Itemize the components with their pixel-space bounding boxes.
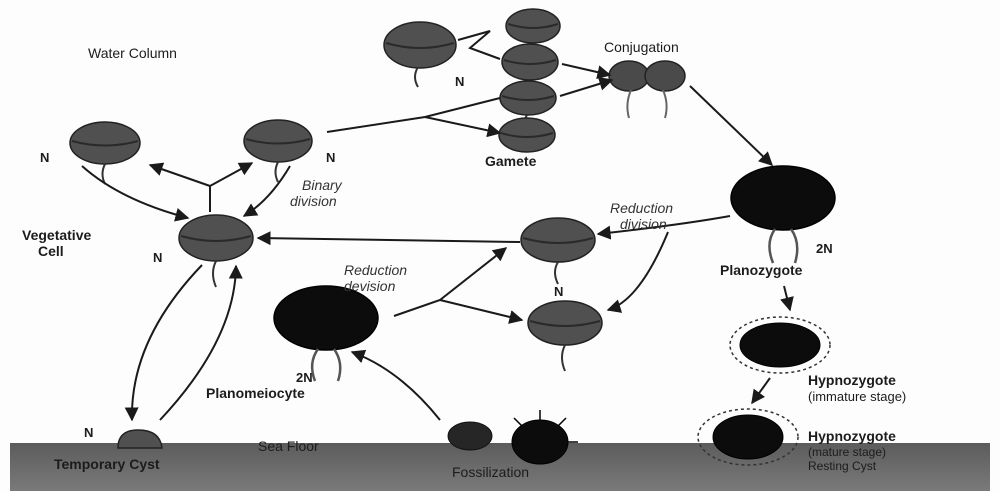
arrow-vegetative-to-temporary-cyst (132, 265, 202, 420)
vegetative-daughter-cell-right (244, 120, 312, 182)
label-conjugation: Conjugation (604, 39, 679, 55)
hypnozygote-mature-cell (698, 409, 798, 465)
arrow-binary-division-right (210, 163, 252, 186)
vegetative-daughter-cell-left (70, 122, 140, 184)
gamete-parent-cell (384, 22, 456, 87)
label-water-column: Water Column (88, 45, 177, 61)
arrow-hypnozygote-maturation (752, 378, 770, 403)
vegetative-cell (179, 215, 253, 287)
arrow-planozygote-reduction-bottom (608, 232, 668, 310)
label-vegetative-cell-line1: Vegetative (22, 227, 91, 243)
arrow-daughter-left-return (82, 166, 188, 218)
label-reduction-division-line2: division (620, 216, 667, 232)
gamete-cell-4 (499, 118, 555, 152)
arrow-gamete-conjugation-2 (560, 80, 612, 96)
label-vegetative-cell-line2: Cell (38, 243, 64, 259)
label-immature-stage: (immature stage) (808, 389, 906, 404)
label-mature-stage: (mature stage) (808, 445, 886, 459)
ploidy-planozygote: 2N (816, 241, 833, 256)
label-hypnozygote-immature: Hypnozygote (808, 372, 896, 388)
ploidy-vegetative-cell: N (153, 250, 162, 265)
label-planozygote: Planozygote (720, 262, 803, 278)
gamete-cell-2 (502, 44, 558, 80)
label-fossilization: Fossilization (452, 464, 529, 480)
label-reduction-devision-line2: devision (344, 278, 396, 294)
label-hypnozygote-mature: Hypnozygote (808, 428, 896, 444)
label-gamete: Gamete (485, 153, 537, 169)
reduction-daughter-cell-bottom (528, 301, 602, 371)
arrow-reduction-to-vegetative (258, 238, 520, 242)
arrow-binary-division-left (150, 165, 210, 186)
arrow-cell-to-gametes (327, 98, 500, 133)
arrow-daughter-right-return (244, 166, 290, 216)
gamete-cell-1 (506, 9, 560, 43)
ploidy-reduction-daughter: N (554, 284, 563, 299)
hypnozygote-immature-cell (730, 317, 830, 373)
label-planomeiocyte: Planomeiocyte (206, 385, 305, 401)
arrow-parent-to-gametes (458, 31, 500, 59)
label-binary-division-line2: division (290, 193, 337, 209)
conjugating-gametes (609, 61, 685, 118)
arrow-gamete-conjugation-1 (562, 64, 610, 75)
label-reduction-division-line1: Reduction (610, 200, 673, 216)
label-temporary-cyst: Temporary Cyst (54, 456, 160, 472)
label-binary-division-line1: Binary (302, 177, 343, 193)
label-reduction-devision-line1: Reduction (344, 262, 407, 278)
arrow-planomeiocyte-reduction-top (394, 248, 506, 316)
temporary-cyst-cell (118, 430, 162, 448)
arrow-conjugation-to-planozygote (690, 86, 772, 165)
arrow-cyst-to-planomeiocyte (352, 352, 440, 420)
label-sea-floor: Sea Floor (258, 438, 319, 454)
reduction-daughter-cell-top (521, 218, 595, 284)
planomeiocyte-cell (274, 286, 378, 381)
ploidy-gamete-parent: N (455, 74, 464, 89)
arrow-planomeiocyte-reduction-bottom (440, 300, 522, 320)
arrow-planozygote-to-hypnozygote (784, 286, 790, 310)
label-resting-cyst: Resting Cyst (808, 459, 877, 473)
ploidy-temporary-cyst: N (84, 425, 93, 440)
ploidy-daughter-right: N (326, 150, 335, 165)
ploidy-planomeiocyte: 2N (296, 370, 313, 385)
ploidy-daughter-left: N (40, 150, 49, 165)
